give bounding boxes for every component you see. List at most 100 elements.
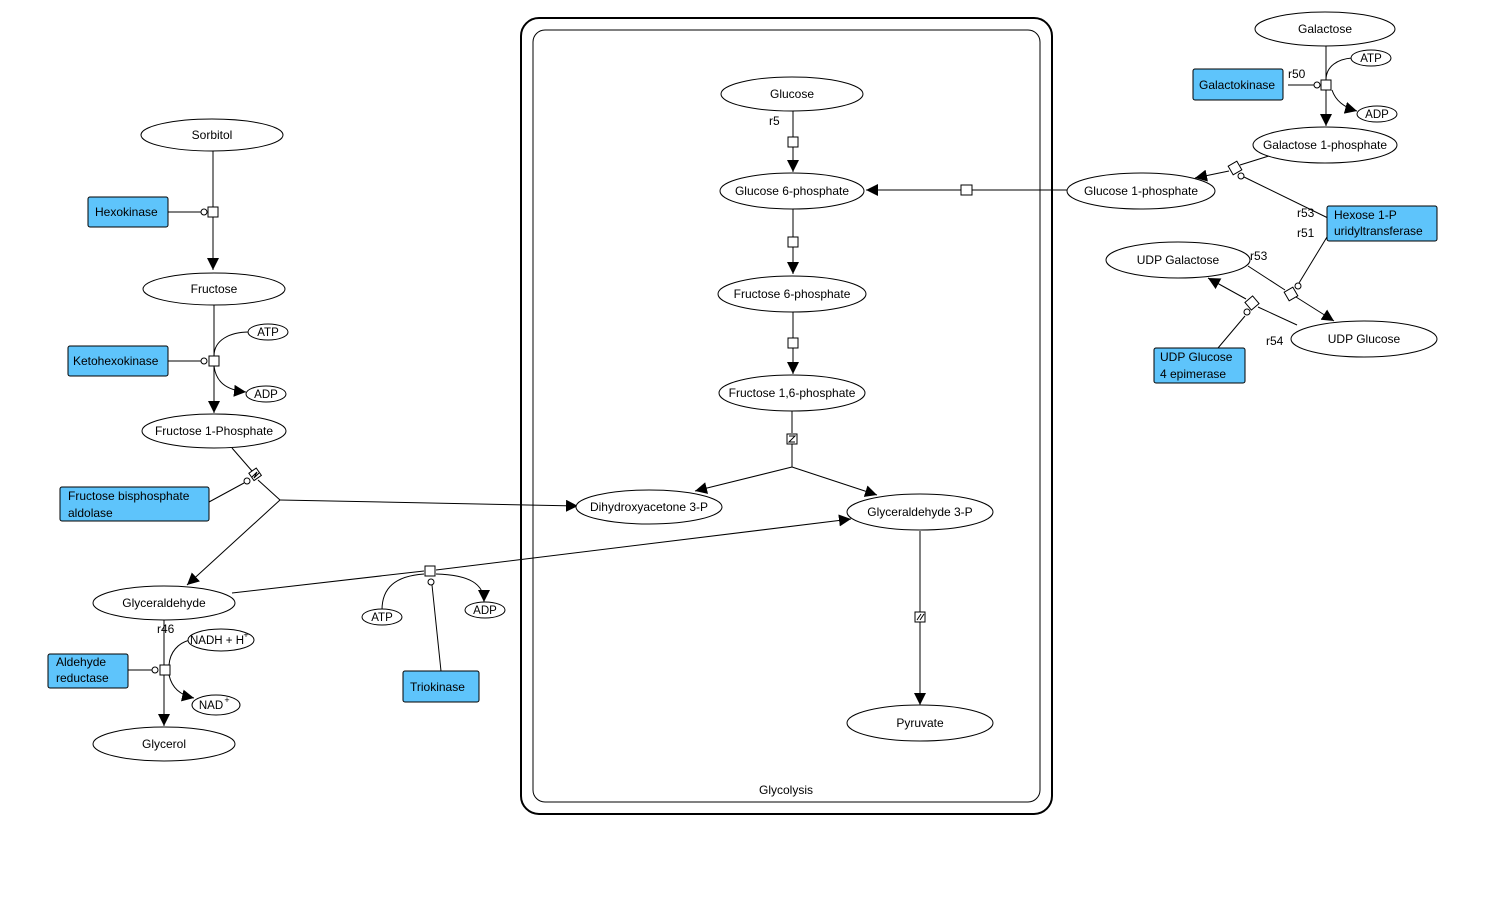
reaction-edges [128, 46, 1358, 726]
svg-text:Hexokinase: Hexokinase [95, 205, 158, 219]
enzyme-ketohexokinase[interactable]: Ketohexokinase [67, 345, 169, 377]
modifier-circle [243, 477, 251, 485]
metabolite-fructose[interactable]: Fructose [142, 272, 286, 306]
metabolite-galactose-1-phosphate[interactable]: Galactose 1-phosphate [1252, 126, 1398, 164]
process-node[interactable] [787, 337, 799, 349]
metabolite-udp-glucose[interactable]: UDP Glucose [1290, 320, 1438, 358]
metabolite-label: UDP Galactose [1137, 253, 1220, 267]
reaction-labels: r5 r46 r50 r53 r51 r53 r54 [157, 67, 1315, 636]
enzyme-hexose-1p-uridyltransferase[interactable]: Hexose 1-P uridyltransferase [1326, 205, 1438, 242]
metabolite-fructose-16-phosphate[interactable]: Fructose 1,6-phosphate [718, 374, 866, 412]
metabolite-label: Pyruvate [896, 716, 944, 730]
svg-text:ADP: ADP [254, 389, 278, 401]
metabolite-galactose[interactable]: Galactose [1254, 11, 1396, 47]
process-node[interactable] [424, 565, 436, 577]
enzyme-aldehyde-reductase[interactable]: Aldehyde reductase [47, 653, 129, 689]
metabolite-pyruvate[interactable]: Pyruvate [846, 704, 994, 742]
svg-text:+: + [224, 695, 229, 705]
svg-text:4 epimerase: 4 epimerase [1160, 367, 1226, 381]
cofactor-atp[interactable]: ATP [1350, 49, 1392, 67]
process-node[interactable] [960, 184, 973, 196]
metabolite-label: Glyceraldehyde 3-P [867, 505, 972, 519]
cofactor-nadh[interactable]: NADH + H + [187, 628, 255, 652]
metabolite-label: Galactose 1-phosphate [1263, 138, 1387, 152]
svg-text:ATP: ATP [371, 612, 393, 624]
metabolite-glyceraldehyde-3p[interactable]: Glyceraldehyde 3-P [846, 493, 994, 531]
metabolite-glyceraldehyde[interactable]: Glyceraldehyde [92, 585, 236, 621]
modifier-circle [1243, 308, 1251, 316]
modifier-circle [427, 578, 435, 586]
metabolite-label: Sorbitol [192, 128, 233, 142]
svg-text:aldolase: aldolase [68, 506, 113, 520]
svg-text:+: + [243, 630, 248, 640]
process-node[interactable] [1283, 286, 1299, 302]
metabolite-label: Glucose [770, 87, 814, 101]
process-node[interactable] [787, 136, 799, 148]
enzyme-fructose-bisphosphate-aldolase[interactable]: Fructose bisphosphate aldolase [59, 486, 210, 522]
svg-text:Hexose 1-P: Hexose 1-P [1334, 208, 1397, 222]
modifier-circle [1294, 282, 1302, 290]
modifier-circle [151, 666, 159, 674]
metabolite-glucose-1-phosphate[interactable]: Glucose 1-phosphate [1066, 172, 1216, 210]
svg-text:Fructose bisphosphate: Fructose bisphosphate [68, 489, 190, 503]
metabolite-glycerol[interactable]: Glycerol [92, 726, 236, 762]
metabolite-label: Glycerol [142, 737, 186, 751]
svg-text:uridyltransferase: uridyltransferase [1334, 224, 1423, 238]
reaction-label-r46: r46 [157, 622, 175, 636]
svg-text:UDP Glucose: UDP Glucose [1160, 350, 1233, 364]
metabolite-label: Fructose 1,6-phosphate [729, 386, 856, 400]
metabolite-dihydroxyacetone-3p[interactable]: Dihydroxyacetone 3-P [575, 489, 723, 525]
cofactor-atp[interactable]: ATP [361, 608, 403, 626]
svg-text:Aldehyde: Aldehyde [56, 655, 106, 669]
svg-text:NADH + H: NADH + H [190, 635, 244, 647]
process-nodes [151, 79, 1332, 676]
modifier-circle [1237, 172, 1245, 180]
metabolite-fructose-1-phosphate[interactable]: Fructose 1-Phosphate [141, 413, 287, 449]
svg-text:ADP: ADP [473, 605, 497, 617]
metabolite-label: Fructose 6-phosphate [734, 287, 851, 301]
process-node[interactable] [208, 355, 220, 367]
glycolysis-compartment: Glycolysis [520, 17, 1053, 815]
enzyme-udp-glucose-4-epimerase[interactable]: UDP Glucose 4 epimerase [1153, 347, 1246, 384]
reaction-label-r53: r53 [1297, 206, 1315, 220]
metabolite-label: Fructose 1-Phosphate [155, 424, 273, 438]
metabolite-sorbitol[interactable]: Sorbitol [140, 118, 284, 152]
cofactor-adp[interactable]: ADP [1356, 105, 1398, 123]
metabolite-label: UDP Glucose [1328, 332, 1401, 346]
compartment-label: Glycolysis [759, 783, 813, 797]
reaction-label-r54: r54 [1266, 334, 1284, 348]
process-node[interactable] [787, 236, 799, 248]
metabolite-udp-galactose[interactable]: UDP Galactose [1105, 241, 1251, 279]
process-node[interactable] [1320, 79, 1332, 91]
metabolite-label: Glyceraldehyde [122, 596, 206, 610]
svg-text:NAD: NAD [199, 700, 223, 712]
metabolite-label: Glucose 6-phosphate [735, 184, 849, 198]
process-node[interactable] [1227, 160, 1243, 176]
cofactor-adp[interactable]: ADP [245, 385, 287, 403]
svg-text:ATP: ATP [1360, 53, 1382, 65]
process-node[interactable] [1244, 295, 1260, 311]
metabolite-glucose-6-phosphate[interactable]: Glucose 6-phosphate [719, 172, 865, 210]
reaction-label-r50: r50 [1288, 67, 1306, 81]
cofactor-atp[interactable]: ATP [247, 323, 289, 341]
cofactor-nad[interactable]: NAD + [191, 694, 241, 716]
process-node[interactable] [159, 664, 171, 676]
enzyme-galactokinase[interactable]: Galactokinase [1192, 68, 1284, 101]
svg-text:Galactokinase: Galactokinase [1199, 78, 1275, 92]
metabolite-fructose-6-phosphate[interactable]: Fructose 6-phosphate [717, 275, 867, 313]
metabolite-label: Dihydroxyacetone 3-P [590, 500, 708, 514]
process-glyphs [251, 435, 925, 621]
modifier-circle [1313, 81, 1321, 89]
process-node[interactable] [207, 206, 219, 218]
cofactor-adp[interactable]: ADP [464, 601, 506, 619]
svg-text:ATP: ATP [257, 327, 279, 339]
metabolite-label: Glucose 1-phosphate [1084, 184, 1198, 198]
reaction-label-r51: r51 [1297, 226, 1315, 240]
svg-text:Triokinase: Triokinase [410, 680, 465, 694]
enzyme-hexokinase[interactable]: Hexokinase [87, 196, 169, 228]
process-node[interactable] [914, 611, 926, 623]
svg-text:Ketohexokinase: Ketohexokinase [73, 354, 159, 368]
enzyme-triokinase[interactable]: Triokinase [402, 670, 480, 703]
metabolite-glucose[interactable]: Glucose [720, 76, 864, 112]
